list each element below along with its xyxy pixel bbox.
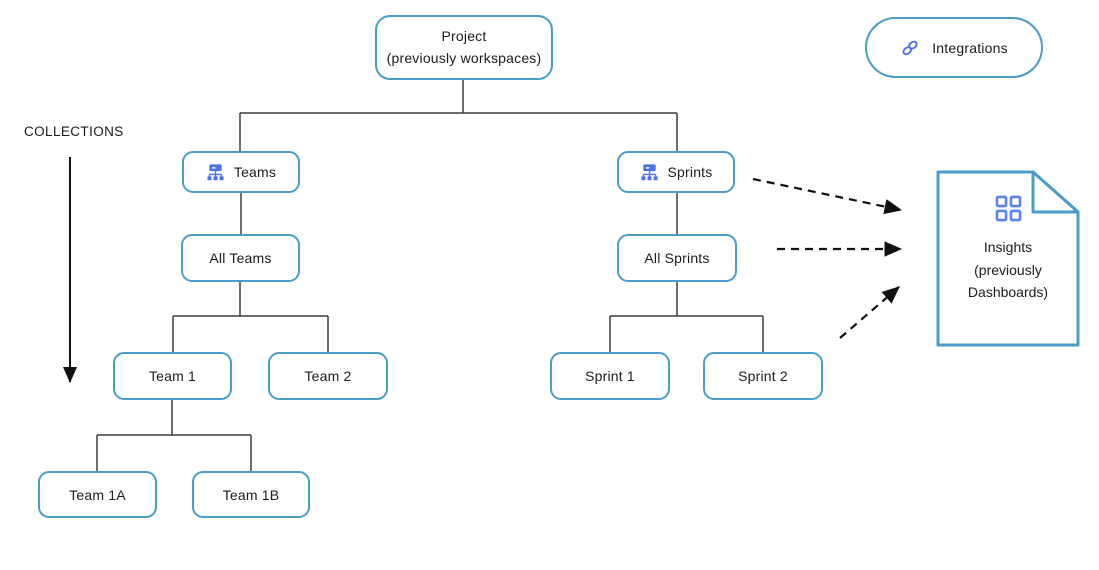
node-label: Sprint 2 bbox=[738, 368, 788, 384]
node-label: All Teams bbox=[209, 250, 272, 266]
folded-corner bbox=[1031, 170, 1080, 214]
node-team-2[interactable]: Team 2 bbox=[268, 352, 388, 400]
node-label: Sprint 1 bbox=[585, 368, 635, 384]
node-sprint-2[interactable]: Sprint 2 bbox=[703, 352, 823, 400]
node-label: Integrations bbox=[932, 39, 1008, 56]
team-1-subtree-connector bbox=[96, 400, 252, 471]
node-sublabel: Dashboards) bbox=[967, 284, 1049, 301]
insights-document-shape[interactable] bbox=[936, 170, 1080, 347]
node-label: Team 2 bbox=[304, 368, 352, 384]
node-label: Sprints bbox=[667, 164, 713, 180]
node-project[interactable]: Project (previously workspaces) bbox=[375, 15, 553, 80]
node-label: All Sprints bbox=[644, 250, 710, 266]
all-sprints-subtree-connector bbox=[609, 282, 764, 352]
node-insights[interactable]: Insights (previously Dashboards) bbox=[938, 172, 1078, 345]
node-teams[interactable]: Teams bbox=[182, 151, 300, 193]
node-label: Team 1A bbox=[69, 486, 126, 503]
node-label: Insights bbox=[983, 239, 1033, 256]
all-teams-subtree-connector bbox=[172, 282, 329, 352]
node-label: Project bbox=[441, 28, 487, 44]
node-all-teams[interactable]: All Teams bbox=[181, 234, 300, 282]
node-label: Team 1B bbox=[222, 486, 280, 503]
node-sprint-1[interactable]: Sprint 1 bbox=[550, 352, 670, 400]
node-label: Team 1 bbox=[148, 368, 197, 384]
node-sublabel: (previously workspaces) bbox=[386, 50, 542, 66]
project-branch-connector bbox=[239, 80, 678, 151]
node-team-1a[interactable]: Team 1A bbox=[38, 471, 157, 518]
node-team-1b[interactable]: Team 1B bbox=[192, 471, 310, 518]
org-chart-icon bbox=[206, 163, 225, 182]
org-chart-icon bbox=[640, 163, 659, 182]
node-integrations[interactable]: Integrations bbox=[865, 17, 1043, 78]
sprint-2-to-insights-arrow bbox=[839, 286, 900, 339]
link-icon bbox=[900, 38, 920, 58]
node-sublabel: (previously bbox=[974, 261, 1042, 278]
grid-icon bbox=[995, 195, 1022, 228]
collections-label: COLLECTIONS bbox=[24, 124, 124, 139]
node-sprints[interactable]: Sprints bbox=[617, 151, 735, 193]
node-label: Teams bbox=[233, 164, 277, 180]
node-team-1[interactable]: Team 1 bbox=[113, 352, 232, 400]
sprints-to-insights-arrow bbox=[752, 177, 903, 215]
node-all-sprints[interactable]: All Sprints bbox=[617, 234, 737, 282]
